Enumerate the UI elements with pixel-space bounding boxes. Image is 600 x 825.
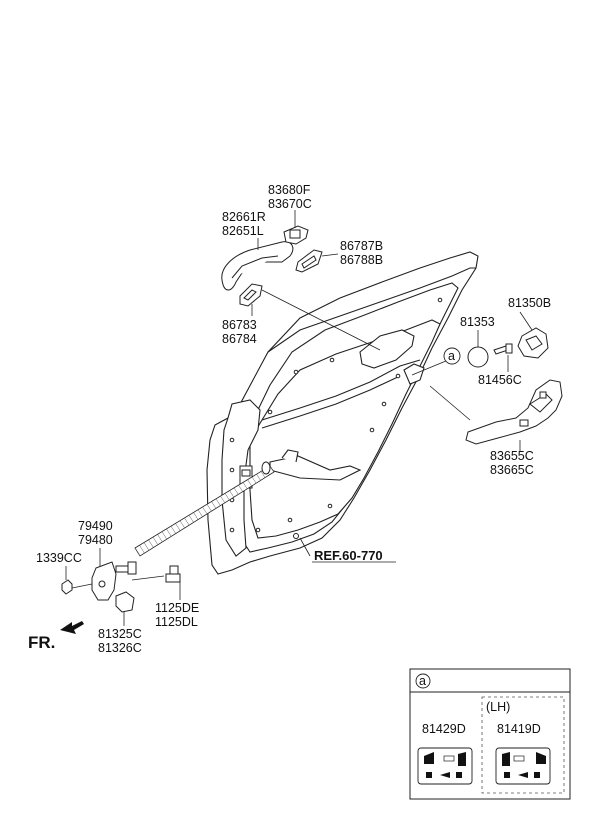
inside-handle-frame — [465, 379, 563, 445]
cable-hatch-line — [143, 542, 150, 551]
cable-hatch-line — [242, 482, 248, 489]
lock-bracket — [517, 327, 549, 359]
cable-hatch-line — [148, 539, 154, 548]
label-81353: 81353 — [460, 315, 495, 329]
label-86788B: 86788B — [340, 253, 383, 267]
lock-screw — [493, 343, 513, 355]
child-lock-label-lh-icon — [495, 747, 551, 785]
cable-hatch-line — [197, 509, 203, 517]
cable-hatch-line — [139, 545, 145, 554]
fr-label: FR. — [28, 633, 55, 652]
callout-a: a — [443, 347, 461, 365]
label-81350B: 81350B — [508, 296, 551, 310]
label-81325C: 81325C — [98, 627, 142, 641]
label-86787B: 86787B — [340, 239, 383, 253]
rear-door-frame — [206, 251, 479, 575]
frame-holes — [229, 297, 443, 539]
legend-box: a (LH) 81429D 81419D — [409, 668, 571, 800]
door-checker — [91, 561, 137, 601]
child-lock-label-icon — [417, 747, 473, 785]
cable-hatch-line — [134, 547, 141, 557]
ref-annotation: REF.60-770 — [312, 548, 396, 563]
cable-hatch-line — [193, 512, 199, 520]
handle-gasket-front — [295, 249, 323, 273]
cable-hatch-line — [188, 515, 194, 523]
label-82661R: 82661R — [222, 210, 266, 224]
label-79490: 79490 — [78, 519, 113, 533]
ref-label: REF.60-770 — [314, 548, 383, 563]
leader-lines — [65, 210, 533, 626]
cable-hatch-line — [202, 506, 208, 515]
label-1339CC: 1339CC — [36, 551, 82, 565]
label-86784: 86784 — [222, 332, 257, 346]
label-83665C: 83665C — [490, 463, 534, 477]
callout-a-letter: a — [448, 349, 455, 363]
cable-hatch-line — [224, 493, 230, 501]
cable-hatch-line — [220, 495, 226, 503]
cable-hatch-line — [179, 520, 185, 529]
release-cable — [134, 461, 275, 557]
checker-cover — [115, 591, 135, 613]
label-86783: 86783 — [222, 318, 257, 332]
label-1125DL: 1125DL — [155, 615, 198, 629]
label-1125DE: 1125DE — [155, 601, 199, 615]
legend-marker: a — [419, 674, 426, 688]
handle-gasket-rear — [239, 283, 263, 307]
cable-hatch-line — [175, 523, 181, 531]
cable-hatch-line — [211, 501, 217, 509]
lock-cylinder-ring — [467, 346, 489, 368]
label-83670C: 83670C — [268, 197, 312, 211]
handle-cap — [283, 225, 309, 245]
front-direction: FR. — [28, 621, 84, 652]
cable-hatch-line — [251, 476, 257, 484]
lh-group-box — [481, 696, 565, 794]
lh-label: (LH) — [486, 700, 510, 714]
cable-hatch-line — [233, 487, 239, 495]
label-83680F: 83680F — [268, 183, 311, 197]
label-82651L: 82651L — [222, 224, 264, 238]
label-79480: 79480 — [78, 533, 113, 547]
cable-hatch-line — [238, 484, 243, 492]
label-83655C: 83655C — [490, 449, 534, 463]
cable-hatch-line — [166, 528, 172, 537]
bolt-1125DE — [165, 565, 181, 583]
cable-hatch-line — [260, 471, 266, 478]
legend-part-81429D: 81429D — [422, 722, 466, 736]
cable-hatch-line — [229, 490, 235, 498]
legend-part-81419D: 81419D — [497, 722, 541, 736]
label-81326C: 81326C — [98, 641, 142, 655]
part-labels: 83680F 83670C 82661R 82651L 86787B 86788… — [36, 183, 551, 655]
cable-hatch-line — [161, 531, 168, 540]
cable-hatch-line — [256, 474, 261, 481]
cable-hatch-line — [269, 465, 275, 473]
bolt-1339CC — [61, 579, 73, 595]
cable-hatch-line — [170, 525, 176, 534]
cable-hatch-line — [157, 534, 163, 543]
cable-hatch-line — [184, 517, 190, 526]
outside-handle — [221, 241, 294, 291]
label-81456C: 81456C — [478, 373, 522, 387]
cable-hatch-line — [215, 498, 221, 506]
fr-arrow-icon — [60, 621, 84, 634]
cable-hatch-line — [247, 479, 252, 487]
cable-hatch-line — [152, 536, 159, 545]
cable-hatch-line — [206, 504, 212, 512]
